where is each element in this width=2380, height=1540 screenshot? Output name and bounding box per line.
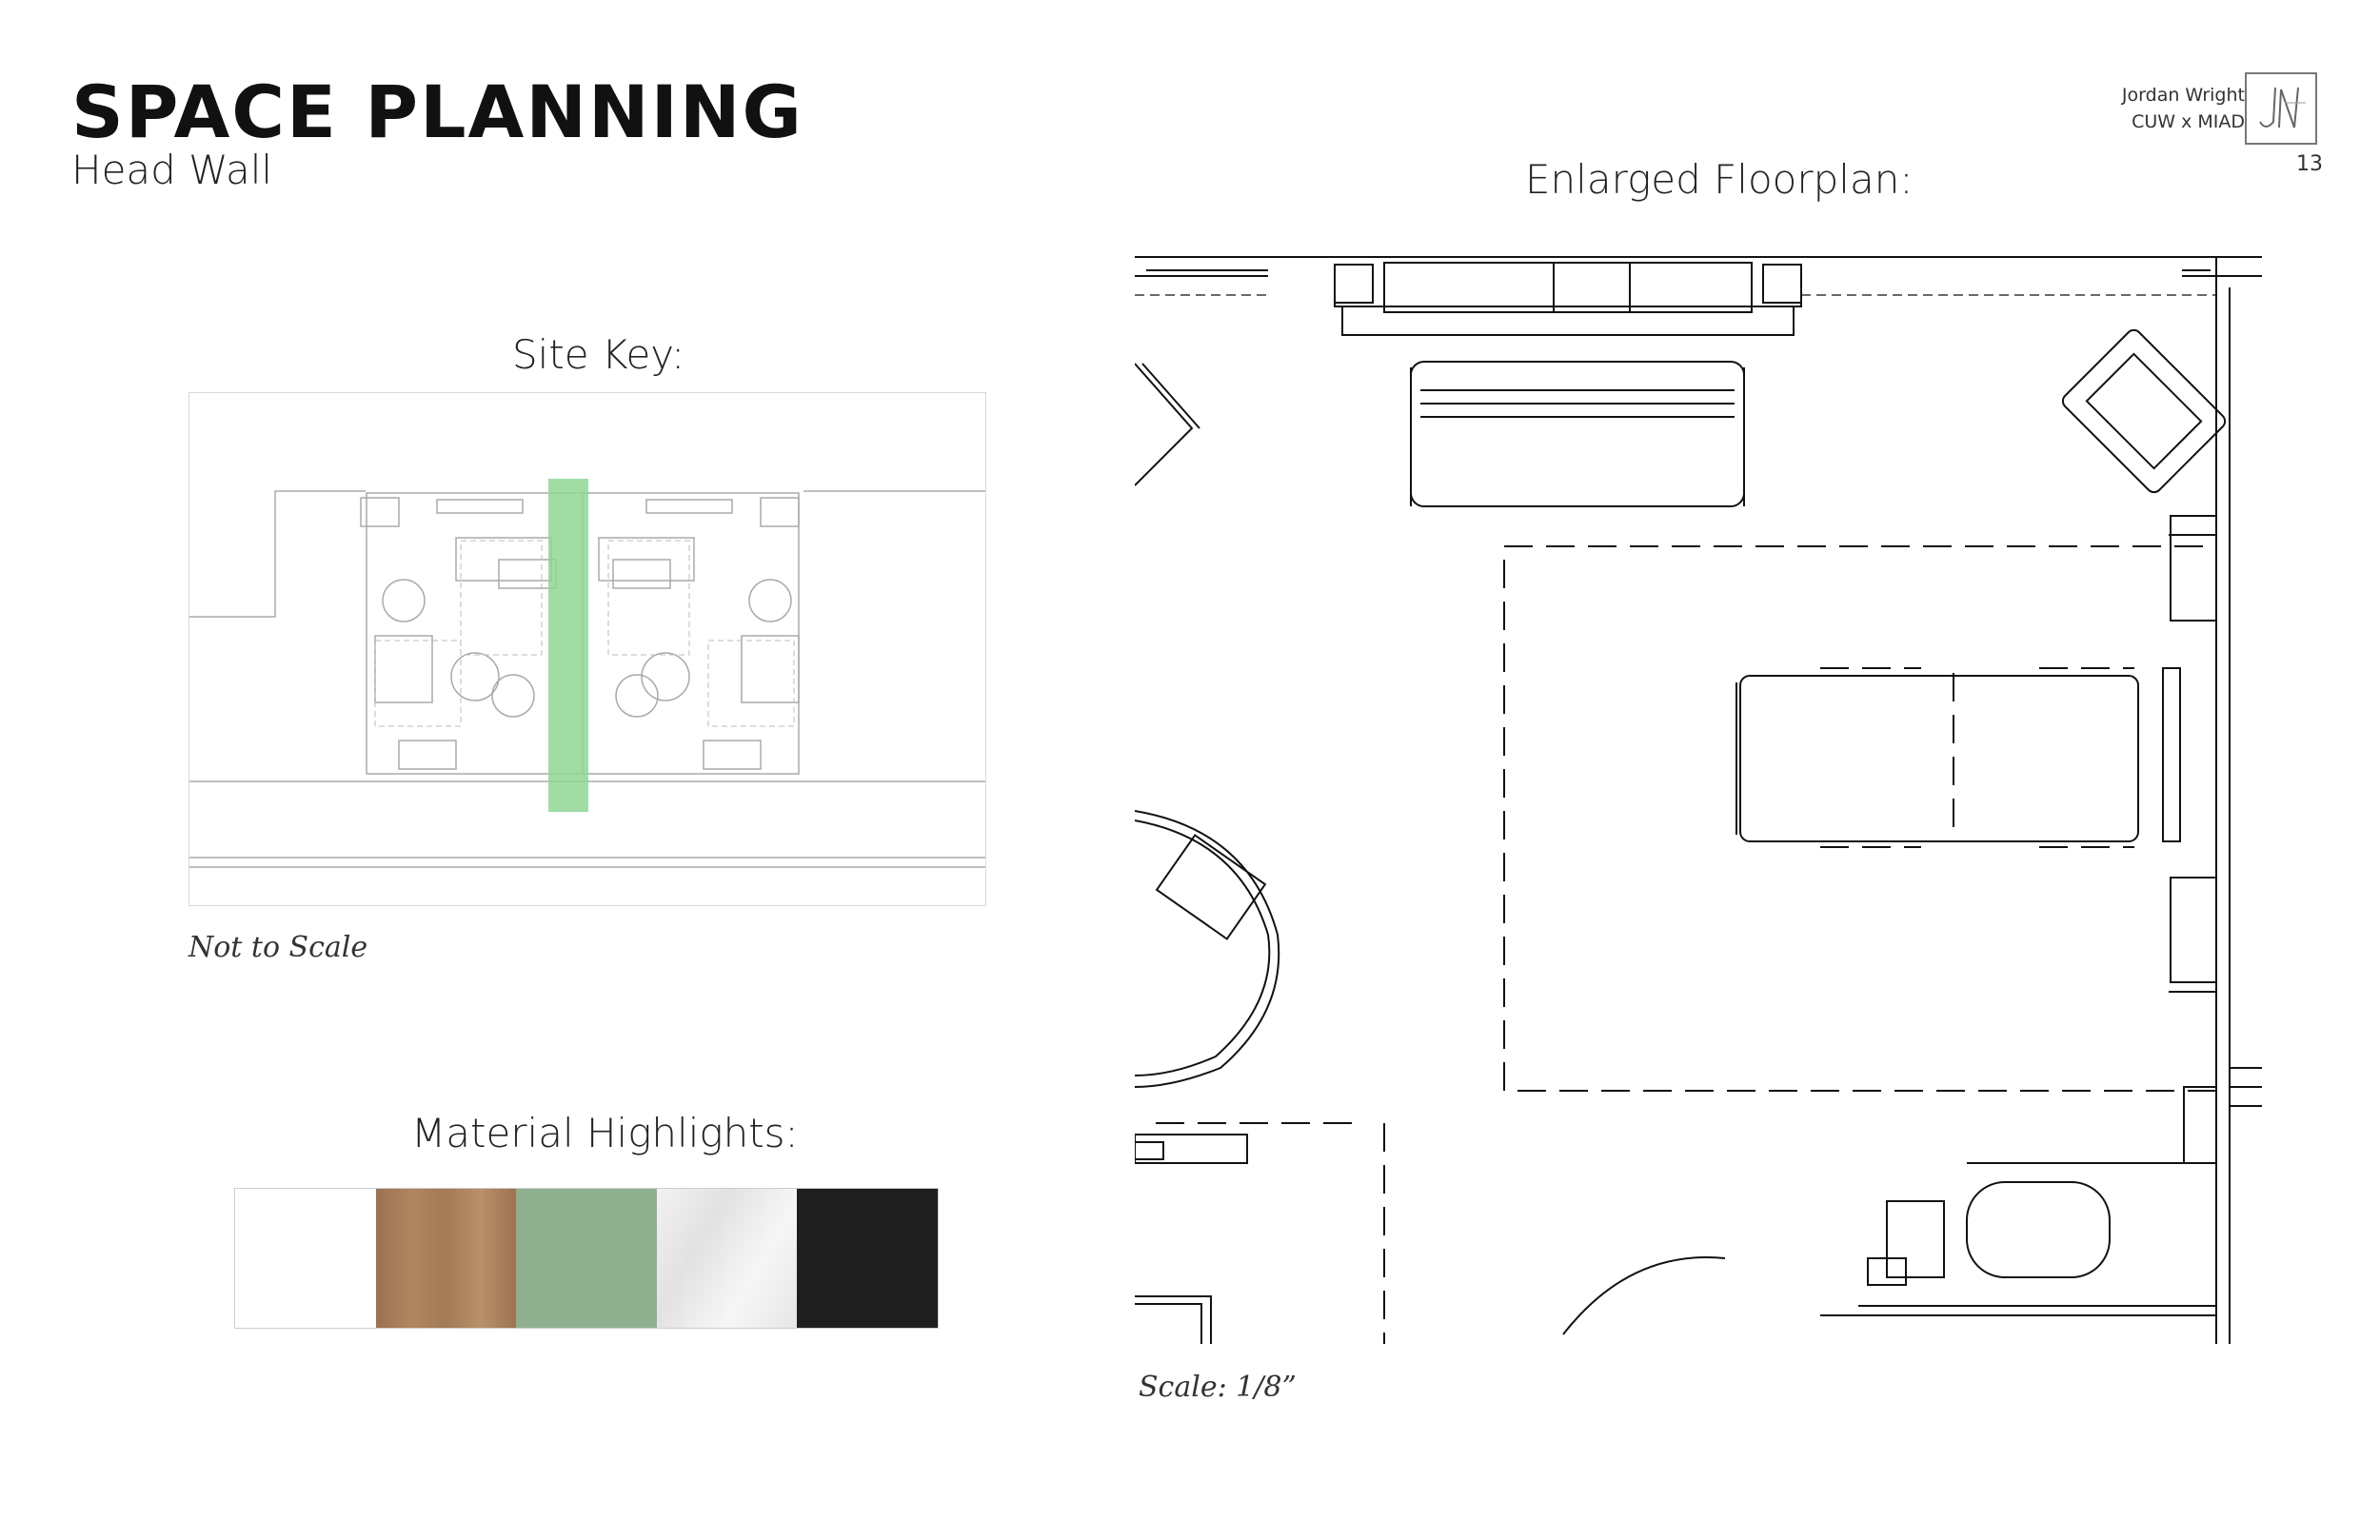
page-subtitle: Head Wall <box>71 147 273 193</box>
author-program: CUW x MIAD <box>2132 111 2245 132</box>
author-block: Jordan Wright CUW x MIAD <box>2122 82 2245 135</box>
enlarged-floorplan <box>1135 249 2262 1344</box>
site-key-heading: Site Key: <box>512 331 685 378</box>
site-key-plan <box>188 392 986 906</box>
page-title: SPACE PLANNING <box>71 69 803 154</box>
jw-monogram-icon <box>2245 72 2317 145</box>
swatch-white-marble <box>656 1189 798 1328</box>
swatch-wood <box>375 1189 517 1328</box>
material-swatches <box>234 1188 939 1329</box>
materials-heading: Material Highlights: <box>411 1110 799 1156</box>
author-name: Jordan Wright <box>2121 85 2245 106</box>
swatch-black <box>797 1189 938 1328</box>
swatch-sage-fabric <box>516 1189 657 1328</box>
floorplan-heading: Enlarged Floorplan: <box>1525 156 1914 203</box>
page-number: 13 <box>2296 152 2323 176</box>
floorplan-scale-note: Scale: 1/8” <box>1139 1371 1297 1404</box>
swatch-white <box>235 1189 376 1328</box>
site-key-scale-note: Not to Scale <box>188 931 368 964</box>
site-key-highlight <box>548 479 588 812</box>
